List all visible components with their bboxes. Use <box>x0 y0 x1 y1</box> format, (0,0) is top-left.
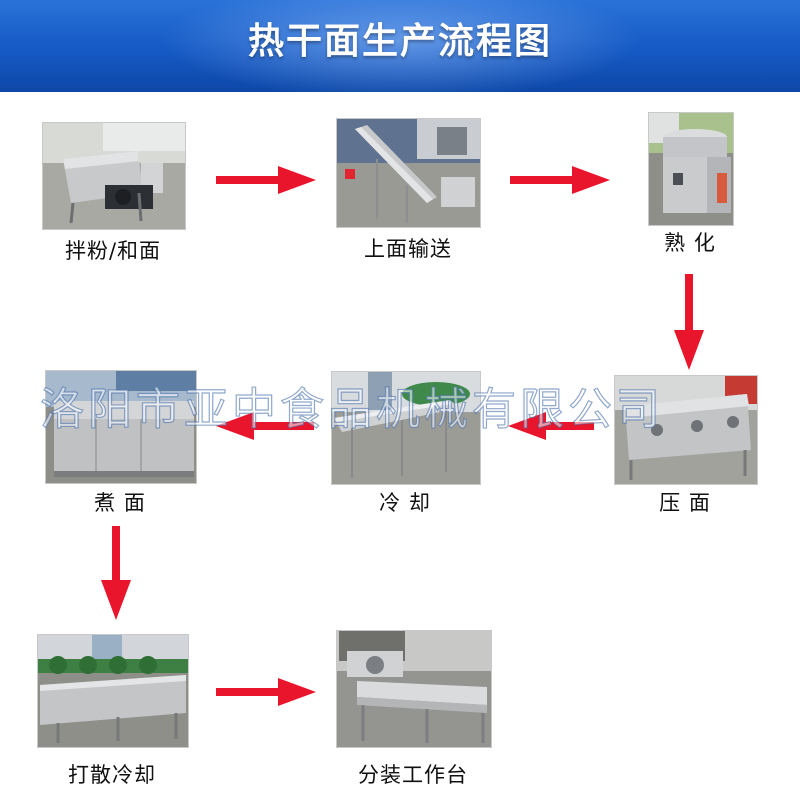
arrow-right-icon <box>216 678 316 706</box>
photo-scatter-cooling <box>37 634 189 748</box>
arrow-left-icon <box>216 412 314 440</box>
banner-glow <box>160 0 640 92</box>
arrow-left-icon <box>508 412 594 440</box>
step-label-conveying: 上面输送 <box>364 237 452 261</box>
photo-packing-table <box>336 630 492 748</box>
step-label-boiling: 煮 面 <box>94 491 146 515</box>
photo-mixing <box>42 122 186 230</box>
photo-cooling <box>331 371 481 485</box>
photo-maturing <box>648 112 734 226</box>
step-label-pressing: 压 面 <box>659 491 711 515</box>
photo-conveying <box>336 118 481 228</box>
step-label-cooling: 冷 却 <box>379 491 431 515</box>
step-label-scatter-cooling: 打散冷却 <box>68 763 156 787</box>
arrow-right-icon <box>510 166 610 194</box>
step-label-packing-table: 分装工作台 <box>358 763 468 787</box>
photo-pressing <box>614 375 758 485</box>
step-label-maturing: 熟 化 <box>664 231 716 255</box>
page-title: 热干面生产流程图 <box>247 21 552 62</box>
arrow-right-icon <box>216 166 316 194</box>
step-label-mixing: 拌粉/和面 <box>64 239 162 263</box>
arrow-down-icon <box>101 526 131 620</box>
photo-boiling <box>45 370 197 484</box>
arrow-down-icon <box>674 274 704 370</box>
title-banner: 热干面生产流程图 <box>0 0 800 92</box>
